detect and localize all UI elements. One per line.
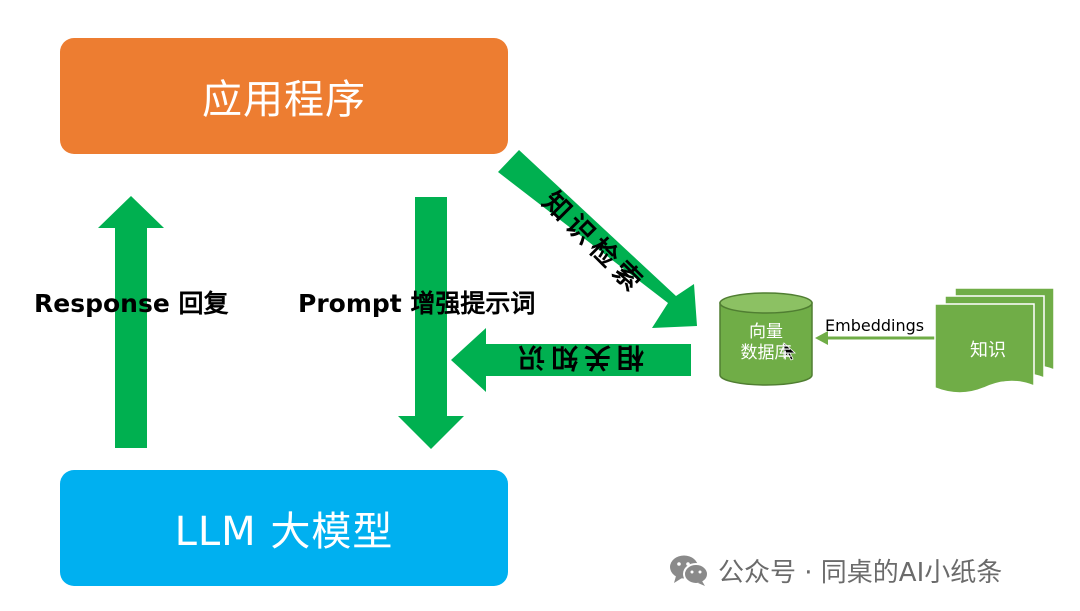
app-box: 应用程序	[60, 38, 508, 154]
vector-db-icon	[719, 292, 813, 386]
footer-watermark: 公众号 · 同桌的AI小纸条	[668, 550, 1002, 590]
knowledge-docs-icon	[934, 287, 1055, 394]
vector-db-label: 向量 数据库	[720, 322, 812, 364]
cursor-icon	[783, 342, 797, 361]
app-label: 应用程序	[202, 77, 366, 123]
llm-box: LLM 大模型	[60, 470, 508, 586]
vector-db-label-line2: 数据库	[740, 343, 792, 363]
retrieve-arrow	[498, 150, 697, 328]
wechat-icon	[670, 555, 709, 586]
prompt-arrow	[398, 197, 464, 449]
response-arrow	[98, 196, 164, 448]
vector-db-label-line1: 向量	[749, 322, 783, 342]
embeddings-arrow	[815, 331, 938, 345]
related-arrow	[451, 328, 691, 392]
knowledge-label: 知识	[970, 340, 1006, 361]
related-label: 相关知识	[512, 341, 644, 372]
footer-text: 公众号 · 同桌的AI小纸条	[718, 557, 1003, 588]
embeddings-label: Embeddings	[825, 316, 925, 335]
response-label: Response 回复	[34, 289, 229, 318]
prompt-label: Prompt 增强提示词	[298, 289, 536, 318]
llm-label: LLM 大模型	[174, 509, 394, 555]
